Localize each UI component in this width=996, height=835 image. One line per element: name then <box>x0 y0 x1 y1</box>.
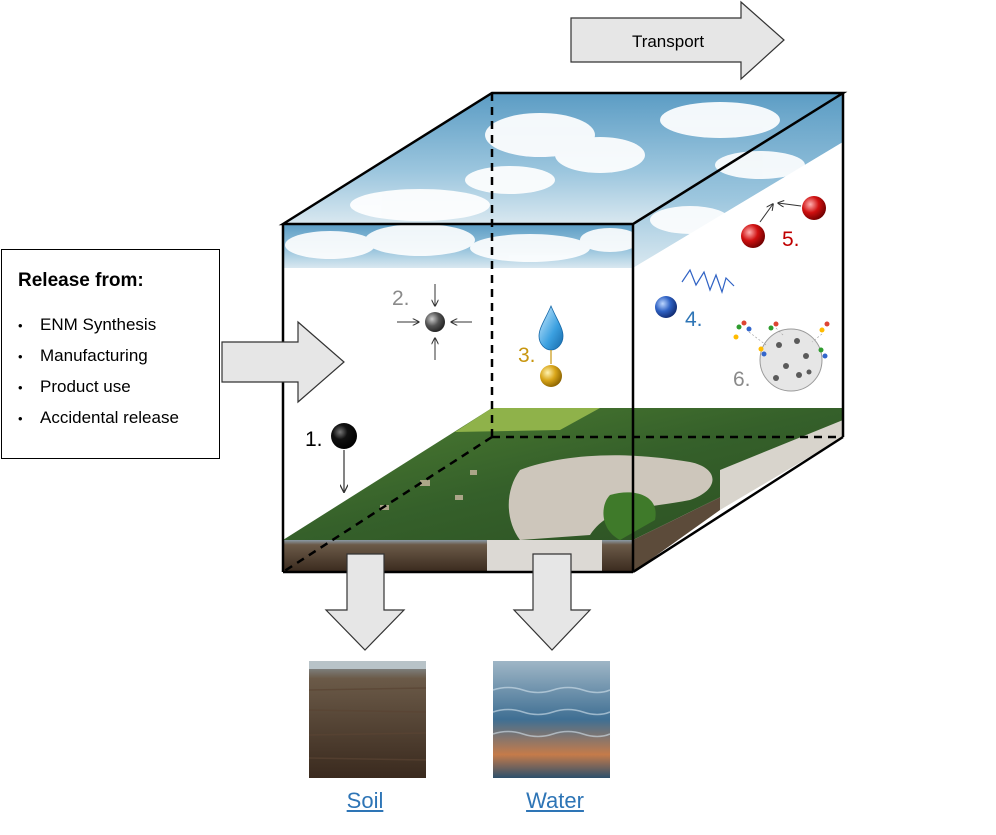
particle-cluster <box>759 328 823 392</box>
process-dissolution: 3. <box>518 304 564 387</box>
light-wave-icon <box>681 268 735 294</box>
release-source-item: Product use <box>18 372 179 403</box>
soil-image <box>308 661 427 778</box>
water-drop-icon <box>538 304 564 351</box>
release-source-list: ENM Synthesis Manufacturing Product use … <box>18 310 179 434</box>
process-2-number: 2. <box>392 287 410 310</box>
release-title: Release from: <box>18 270 144 291</box>
nanoparticle-black <box>331 423 357 449</box>
process-aggregation: 2. <box>392 284 472 360</box>
nanoparticle-red-2 <box>802 196 826 220</box>
process-4-number: 4. <box>685 308 703 331</box>
process-deposition: 1. <box>305 423 357 492</box>
release-source-item: Manufacturing <box>18 341 179 372</box>
process-5-number: 5. <box>782 228 800 251</box>
process-3-number: 3. <box>518 344 536 367</box>
water-link[interactable]: Water <box>526 788 584 813</box>
nanoparticle-grey <box>425 312 445 332</box>
nanoparticle-red-1 <box>741 224 765 248</box>
release-arrow <box>221 320 345 404</box>
water-image <box>492 661 611 778</box>
soil-link[interactable]: Soil <box>346 788 384 813</box>
release-source-item: Accidental release <box>18 403 179 434</box>
nanoparticle-blue <box>655 296 677 318</box>
process-heteroaggregation: 6. <box>733 320 830 392</box>
water-output-arrow <box>512 553 592 651</box>
air-compartment <box>283 93 843 408</box>
process-photoreaction: 4. <box>655 268 735 331</box>
transport-arrow: Transport <box>570 0 785 81</box>
release-sources-box: Release from: ENM Synthesis Manufacturin… <box>1 249 220 459</box>
process-6-number: 6. <box>733 368 751 391</box>
soil-output-arrow <box>324 553 406 651</box>
transport-label: Transport <box>632 32 704 51</box>
nanoparticle-gold <box>540 365 562 387</box>
compartment-box <box>278 91 848 574</box>
process-reaction: 5. <box>741 196 826 251</box>
release-source-item: ENM Synthesis <box>18 310 179 341</box>
process-1-number: 1. <box>305 428 323 451</box>
